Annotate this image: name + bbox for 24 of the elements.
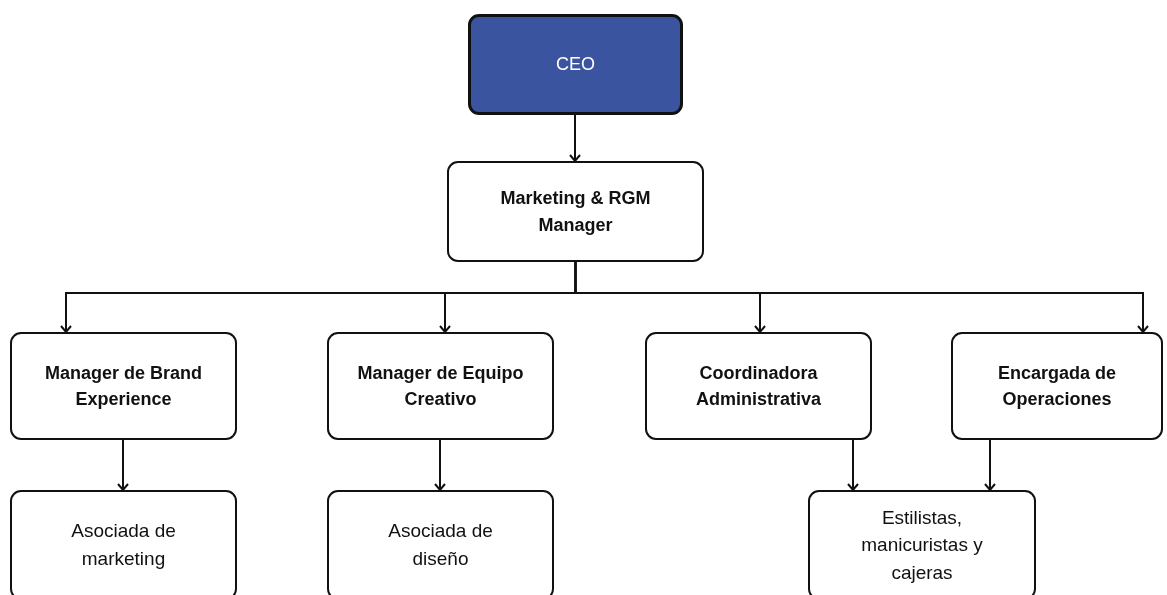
- role-title: Marketing & RGM Manager: [499, 187, 652, 237]
- manager-box: [645, 332, 872, 440]
- manager-box: [327, 332, 554, 440]
- role-title: Manager de Brand Experience: [43, 361, 203, 411]
- role-title: Estilistas, manicuristas y cajeras: [860, 505, 984, 585]
- staff-box: [808, 490, 1036, 595]
- arrow: [434, 439, 446, 491]
- staff-box: [10, 490, 237, 595]
- role-title: Encargada de Operaciones: [996, 361, 1117, 411]
- role-title: Asociada de diseño: [387, 519, 494, 571]
- manager-box: [10, 332, 237, 440]
- arrow: [574, 261, 1149, 333]
- role-title: CEO: [556, 53, 595, 77]
- manager-box: [951, 332, 1163, 440]
- arrow: [117, 439, 129, 491]
- staff-box: [327, 490, 554, 595]
- role-title: Manager de Equipo Creativo: [356, 361, 525, 411]
- arrow: [569, 114, 581, 162]
- arrow: [847, 439, 859, 491]
- executive-box: [468, 14, 683, 115]
- role-title: Coordinadora Administrativa: [694, 361, 822, 411]
- manager-box: [447, 161, 704, 262]
- role-title: Asociada de marketing: [70, 519, 177, 571]
- arrow: [984, 439, 996, 491]
